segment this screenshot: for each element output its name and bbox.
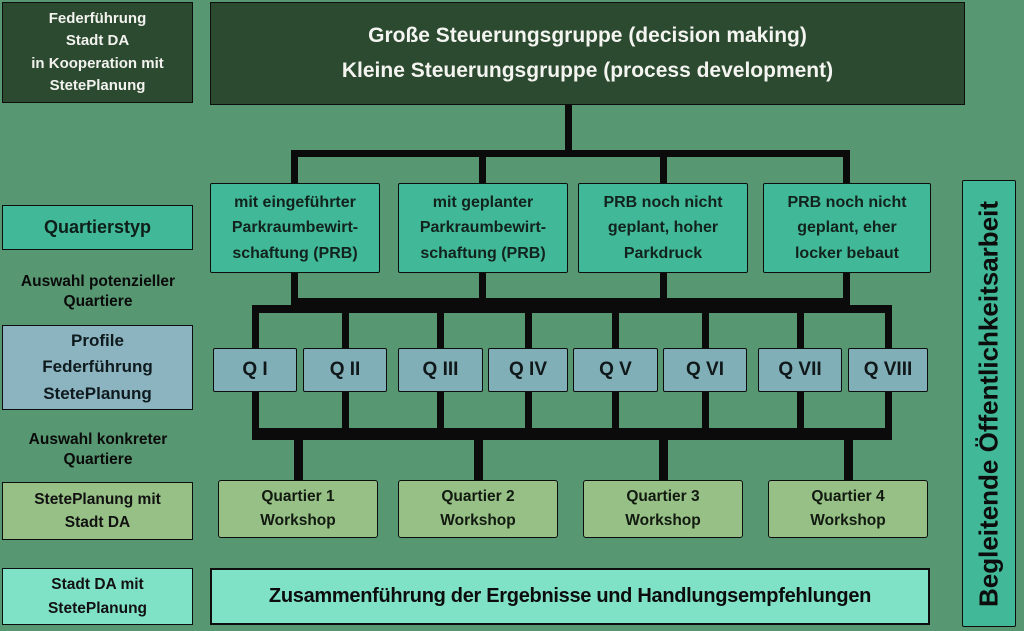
connector-riser-q4	[525, 390, 532, 430]
connector-stub-workshop4	[844, 434, 853, 482]
connector-riser-q5	[612, 390, 619, 430]
connector-stub-workshop2	[474, 434, 483, 482]
lead-responsibility-box: Federführung Stadt DA in Kooperation mit…	[2, 2, 193, 103]
profile-label-box: Profile Federführung StetePlanung	[2, 325, 193, 410]
connector-riser-q3	[437, 390, 444, 430]
public-relations-sidebar: Begleitende Öffentlichkeitsarbeit	[962, 180, 1016, 627]
stadtda-steteplanung-box: Stadt DA mit StetePlanung	[2, 568, 193, 625]
connector-mid-rail-lower	[252, 305, 892, 313]
connector-drop-type3	[660, 150, 667, 185]
quartier-q6-box: Q VI	[663, 348, 747, 392]
quartier-q2-box: Q II	[303, 348, 387, 392]
connector-riser-q8	[885, 390, 892, 430]
auswahl-potenzieller-label: Auswahl potenzieller Quartiere	[20, 273, 176, 311]
quartier-type-1-box: mit eingeführter Parkraumbewirt- schaftu…	[210, 183, 380, 273]
connector-drop-q6	[702, 305, 709, 350]
connector-stub-workshop3	[659, 434, 668, 482]
quartierstyp-label-box: Quartierstyp	[2, 205, 193, 250]
connector-drop-q5	[612, 305, 619, 350]
quartier-q4-box: Q IV	[488, 348, 568, 392]
workshop-4-box: Quartier 4 Workshop	[768, 480, 928, 538]
connector-drop-q2	[342, 305, 349, 350]
connector-stub-workshop1	[294, 434, 303, 482]
auswahl-konkreter-label: Auswahl konkreter Quartiere	[28, 431, 168, 469]
connector-drop-q7	[797, 305, 804, 350]
connector-stub-type4	[843, 271, 850, 305]
connector-drop-q4	[525, 305, 532, 350]
quartier-type-4-box: PRB noch nicht geplant, eher locker beba…	[763, 183, 931, 273]
connector-drop-q3	[437, 305, 444, 350]
connector-riser-q1	[252, 390, 259, 430]
connector-top-rail	[291, 150, 850, 157]
quartier-q1-box: Q I	[213, 348, 297, 392]
quartier-q5-box: Q V	[573, 348, 658, 392]
quartier-type-3-box: PRB noch nicht geplant, hoher Parkdruck	[578, 183, 748, 273]
connector-drop-q8	[885, 305, 892, 350]
connector-stub-type2	[479, 271, 486, 305]
connector-stub-type3	[660, 271, 667, 305]
connector-riser-q7	[797, 390, 804, 430]
connector-low-rail	[252, 428, 892, 440]
workshop-3-box: Quartier 3 Workshop	[583, 480, 743, 538]
steteplanung-stadtda-box: StetePlanung mit Stadt DA	[2, 482, 193, 540]
quartier-type-2-box: mit geplanter Parkraumbewirt- schaftung …	[398, 183, 568, 273]
connector-riser-q2	[342, 390, 349, 430]
connector-drop-type4	[843, 150, 850, 185]
steering-group-box: Große Steuerungsgruppe (decision making)…	[210, 2, 965, 105]
connector-riser-q6	[702, 390, 709, 430]
workshop-2-box: Quartier 2 Workshop	[398, 480, 558, 538]
steering-group-line2: Kleine Steuerungsgruppe (process develop…	[341, 59, 834, 82]
steering-group-line1: Große Steuerungsgruppe (decision making)	[368, 24, 807, 47]
quartier-q3-box: Q III	[398, 348, 483, 392]
results-summary-bar: Zusammenführung der Ergebnisse und Handl…	[210, 568, 930, 625]
quartier-q8-box: Q VIII	[848, 348, 928, 392]
workshop-1-box: Quartier 1 Workshop	[218, 480, 378, 538]
quartier-q7-box: Q VII	[758, 348, 842, 392]
connector-drop-type1	[291, 150, 298, 185]
connector-header-stem	[565, 105, 572, 157]
public-relations-label: Begleitende Öffentlichkeitsarbeit	[973, 200, 1004, 607]
connector-drop-q1	[252, 305, 259, 350]
connector-stub-type1	[291, 271, 298, 305]
connector-drop-type2	[479, 150, 486, 185]
connector-mid-rail-upper	[291, 298, 850, 306]
